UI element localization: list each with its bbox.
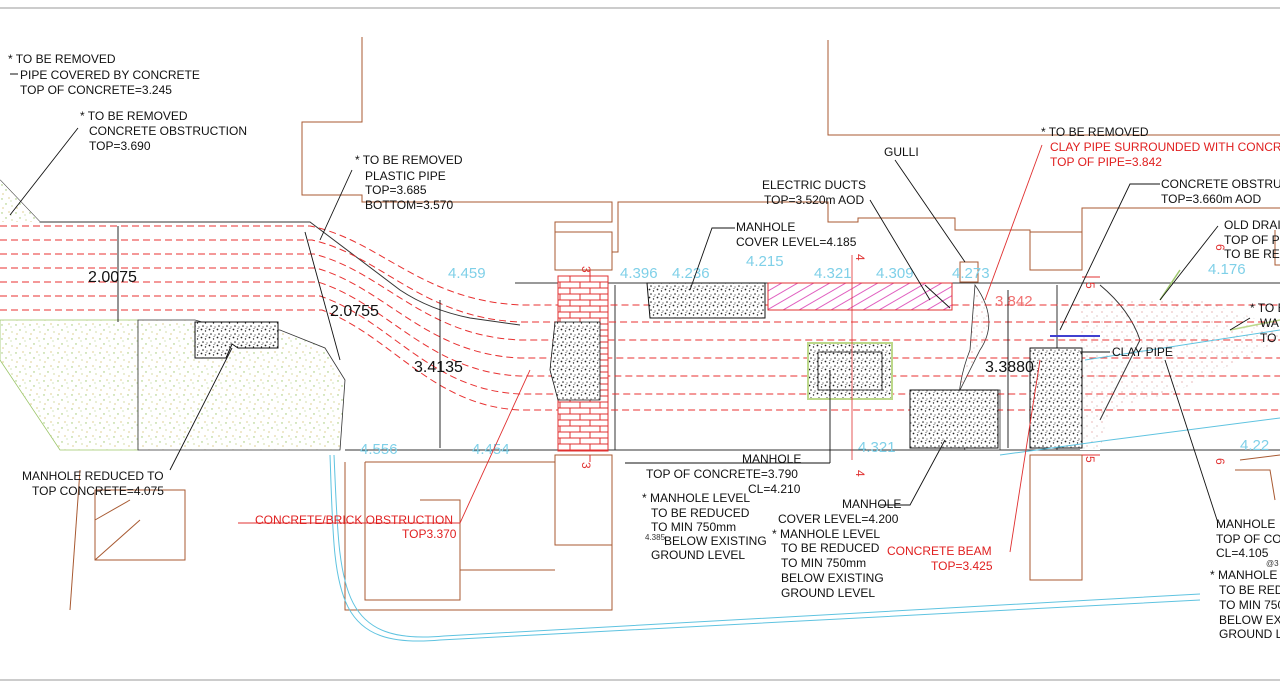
dimension-lines [117, 226, 1009, 448]
note-concrete-brick-2: TOP3.370 [402, 527, 457, 541]
note-manhole-level-1d: BELOW EXISTING [664, 534, 767, 548]
note-manhole-level-1e: GROUND LEVEL [651, 548, 745, 562]
level-4454: 4.454 [472, 441, 510, 458]
note-concrete-beam-2: TOP=3.425 [931, 559, 993, 573]
sheet-frame [0, 7, 1280, 681]
note-clay-pipe: CLAY PIPE [1112, 345, 1173, 359]
section-mark-5b: 5 [1083, 456, 1097, 463]
note-pipe-concrete-3: TOP OF CONCRETE=3.245 [20, 83, 172, 97]
note-manhole-level-1a: * MANHOLE LEVEL [642, 491, 750, 505]
section-markers: 3 3 4 4 5 5 6 6 [579, 244, 1227, 477]
note-manhole-cover-2a: MANHOLE [842, 497, 901, 511]
note-manhole-level-3b: TO BE RED [1219, 583, 1280, 597]
note-manhole-cover-2b: COVER LEVEL=4.200 [778, 512, 899, 526]
note-old-drain-3: TO BE REMOVED [1224, 247, 1280, 261]
note-clay-pipe-removed: * TO BE REMOVED [1041, 125, 1149, 139]
note-manhole-reduced-2: TOP CONCRETE=4.075 [32, 484, 164, 498]
note-pipe-concrete-1: * TO BE REMOVED [8, 52, 116, 66]
level-4236: 4.236 [672, 265, 710, 282]
level-4176: 4.176 [1208, 261, 1246, 278]
note-concrete-brick-1: CONCRETE/BRICK OBSTRUCTION [255, 513, 453, 527]
utility-lines [329, 269, 1280, 642]
level-3842: 3.842 [995, 293, 1033, 310]
note-concrete-obstruction-3: TOP=3.690 [89, 139, 151, 153]
note-pipe-concrete-2: PIPE COVERED BY CONCRETE [20, 68, 200, 82]
note-plastic-pipe-1: * TO BE REMOVED [355, 153, 463, 167]
note-manhole-concrete-2: TOP OF CONCRETE=3.790 [646, 467, 798, 481]
note-concrete-obstruction-2: CONCRETE OBSTRUCTION [89, 124, 247, 138]
level-4215: 4.215 [746, 253, 784, 270]
level-4309: 4.309 [876, 265, 914, 282]
section-mark-6a: 6 [1213, 244, 1227, 251]
note-manhole-right-2: TOP OF CO [1216, 532, 1280, 546]
note-old-drain-2: TOP OF PIPE [1224, 233, 1280, 247]
level-4321: 4.321 [814, 265, 852, 282]
section-mark-4b: 4 [853, 470, 867, 477]
note-manhole-level-2e: GROUND LEVEL [781, 586, 875, 600]
leader-lines [9, 73, 1251, 553]
note-electric-ducts-2: TOP=3.520m AOD [764, 193, 864, 207]
note-manhole-level-1b: TO BE REDUCED [651, 506, 750, 520]
note-manhole-level-1c: TO MIN 750mm [651, 520, 736, 534]
level-4459: 4.459 [448, 265, 486, 282]
note-to-be-wall-3: TO [1260, 331, 1276, 345]
section-mark-3b: 3 [579, 462, 593, 469]
note-manhole-concrete-1: MANHOLE [742, 452, 801, 466]
section-mark-5a: 5 [1083, 282, 1097, 289]
note-plastic-pipe-3: TOP=3.685 [365, 183, 427, 197]
red-annotation-labels: CONCRETE/BRICK OBSTRUCTION TOP3.370 CLAY… [255, 140, 1280, 573]
dimension-4: 3.3880 [985, 359, 1034, 376]
note-electric-ducts-1: ELECTRIC DUCTS [762, 178, 866, 192]
note-manhole-concrete-3: CL=4.210 [748, 482, 801, 496]
section-mark-6b: 6 [1213, 458, 1227, 465]
dimension-1: 2.0075 [88, 269, 137, 286]
note-small-4385: 4.385 [645, 533, 666, 542]
note-clay-pipe-surrounded-2: TOP OF PIPE=3.842 [1050, 155, 1162, 169]
note-concrete-obstruction-2b: TOP=3.660m AOD [1161, 192, 1261, 206]
note-gulli: GULLI [884, 145, 919, 159]
note-manhole-level-3a: * MANHOLE [1210, 568, 1277, 582]
pipe-runs [0, 225, 1280, 411]
building-outlines [69, 37, 1280, 611]
note-manhole-level-2b: TO BE REDUCED [781, 541, 880, 555]
dimension-3: 3.4135 [414, 359, 463, 376]
note-manhole-reduced-1: MANHOLE REDUCED TO [22, 469, 164, 483]
note-plastic-pipe-4: BOTTOM=3.570 [365, 198, 453, 212]
annotation-labels: * TO BE REMOVED PIPE COVERED BY CONCRETE… [8, 52, 1280, 641]
note-manhole-level-2a: * MANHOLE LEVEL [772, 527, 880, 541]
note-plastic-pipe-2: PLASTIC PIPE [365, 169, 446, 183]
note-manhole-level-3e: GROUND L [1219, 627, 1280, 641]
spot-levels: 4.459 4.396 4.236 4.215 4.321 4.309 4.27… [360, 253, 1269, 458]
note-manhole-cover-1b: COVER LEVEL=4.185 [736, 235, 857, 249]
obstruction-blocks [194, 275, 1083, 452]
level-4273: 4.273 [952, 265, 990, 282]
note-to-be-wall-2: WA [1260, 316, 1279, 330]
note-concrete-obstruction-1: * TO BE REMOVED [80, 109, 188, 123]
section-mark-3a: 3 [579, 266, 593, 273]
level-4556: 4.556 [360, 441, 398, 458]
level-4321-lower: 4.321 [858, 439, 896, 456]
note-manhole-level-3d: BELOW EX [1219, 613, 1280, 627]
note-to-be-wall-1: * TO BE [1250, 301, 1280, 315]
note-manhole-right-1: MANHOLE [1216, 517, 1275, 531]
note-concrete-beam-1: CONCRETE BEAM [887, 544, 992, 558]
note-manhole-right-3: CL=4.105 [1216, 546, 1269, 560]
note-old-drain-1: OLD DRAIN [1224, 218, 1280, 232]
level-4396: 4.396 [620, 265, 658, 282]
note-manhole-level-2c: TO MIN 750mm [781, 556, 866, 570]
note-manhole-cover-1a: MANHOLE [736, 220, 795, 234]
note-clay-pipe-surrounded-1: CLAY PIPE SURROUNDED WITH CONCRETE [1050, 140, 1280, 154]
note-manhole-level-3c: TO MIN 750 [1219, 598, 1280, 612]
note-concrete-obstruction-2a: CONCRETE OBSTRUCTION [1161, 177, 1280, 191]
note-small-at3: @3 [1266, 559, 1279, 568]
section-mark-4a: 4 [853, 254, 867, 261]
level-422: 4.22 [1240, 437, 1269, 454]
note-manhole-level-2d: BELOW EXISTING [781, 571, 884, 585]
dimension-2: 2.0755 [330, 303, 379, 320]
